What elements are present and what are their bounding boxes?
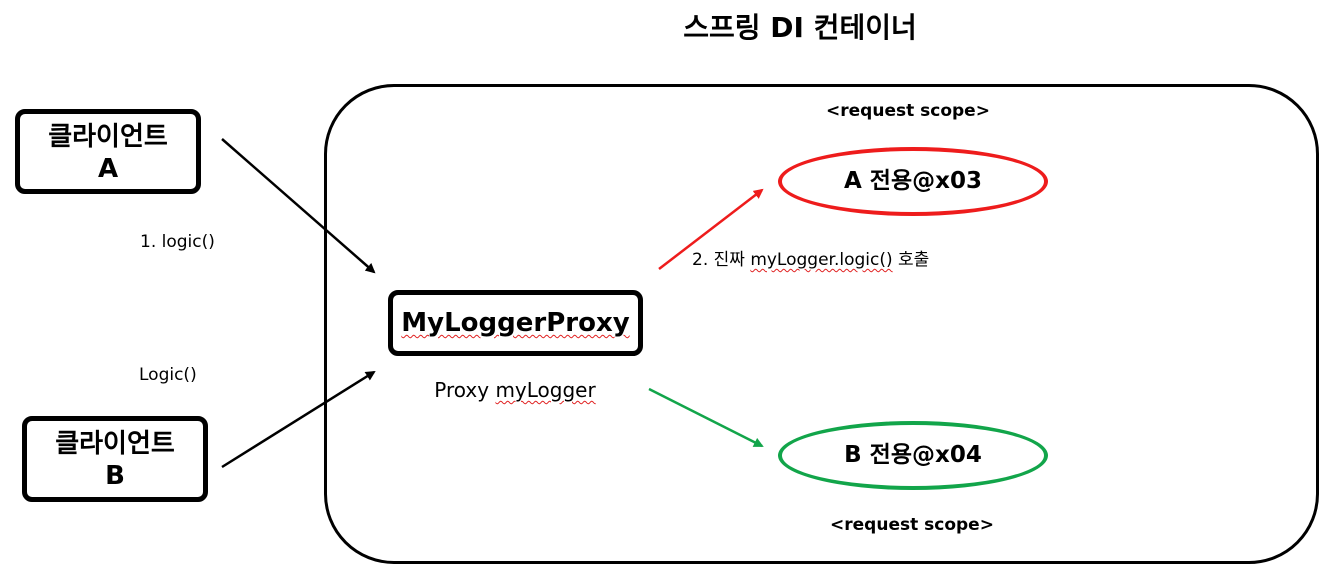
call-real-method: myLogger.logic() (750, 250, 893, 270)
diagram-title: 스프링 DI 컨테이너 (683, 11, 917, 44)
proxy-field: Proxy myLogger (400, 377, 630, 403)
client-b-box: 클라이언트 B (22, 416, 208, 502)
proxy-field-name: myLogger (495, 378, 596, 402)
bean-b-label: B 전용@x04 (844, 442, 982, 468)
client-b-line2: B (105, 461, 125, 491)
bean-b-ellipse: B 전용@x04 (778, 421, 1048, 490)
arrow-proxy-to-bean-b (648, 387, 764, 448)
proxy-box: MyLoggerProxy (388, 290, 643, 356)
client-a-line1: 클라이언트 (48, 122, 168, 152)
arrow-client-a-to-proxy (221, 138, 376, 274)
scope-label-a: <request scope> (826, 101, 990, 121)
bean-a-label: A 전용@x03 (844, 168, 982, 194)
call-real-prefix: 2. 진짜 (692, 250, 751, 270)
proxy-field-type: Proxy (434, 378, 490, 402)
call-label-real: 2. 진짜 myLogger.logic() 호출 (692, 249, 929, 271)
call-label-b: Logic() (139, 365, 197, 385)
bean-a-ellipse: A 전용@x03 (778, 147, 1048, 216)
call-label-a: 1. logic() (140, 232, 215, 252)
proxy-label: MyLoggerProxy (401, 308, 630, 338)
arrow-proxy-to-bean-a (658, 188, 764, 270)
client-b-line1: 클라이언트 (55, 429, 175, 459)
spring-di-container (324, 84, 1319, 564)
client-a-line2: A (97, 154, 119, 184)
call-real-suffix: 호출 (892, 250, 930, 270)
arrow-client-b-to-proxy (221, 370, 376, 469)
scope-label-b: <request scope> (830, 515, 994, 535)
client-a-box: 클라이언트 A (15, 109, 201, 194)
